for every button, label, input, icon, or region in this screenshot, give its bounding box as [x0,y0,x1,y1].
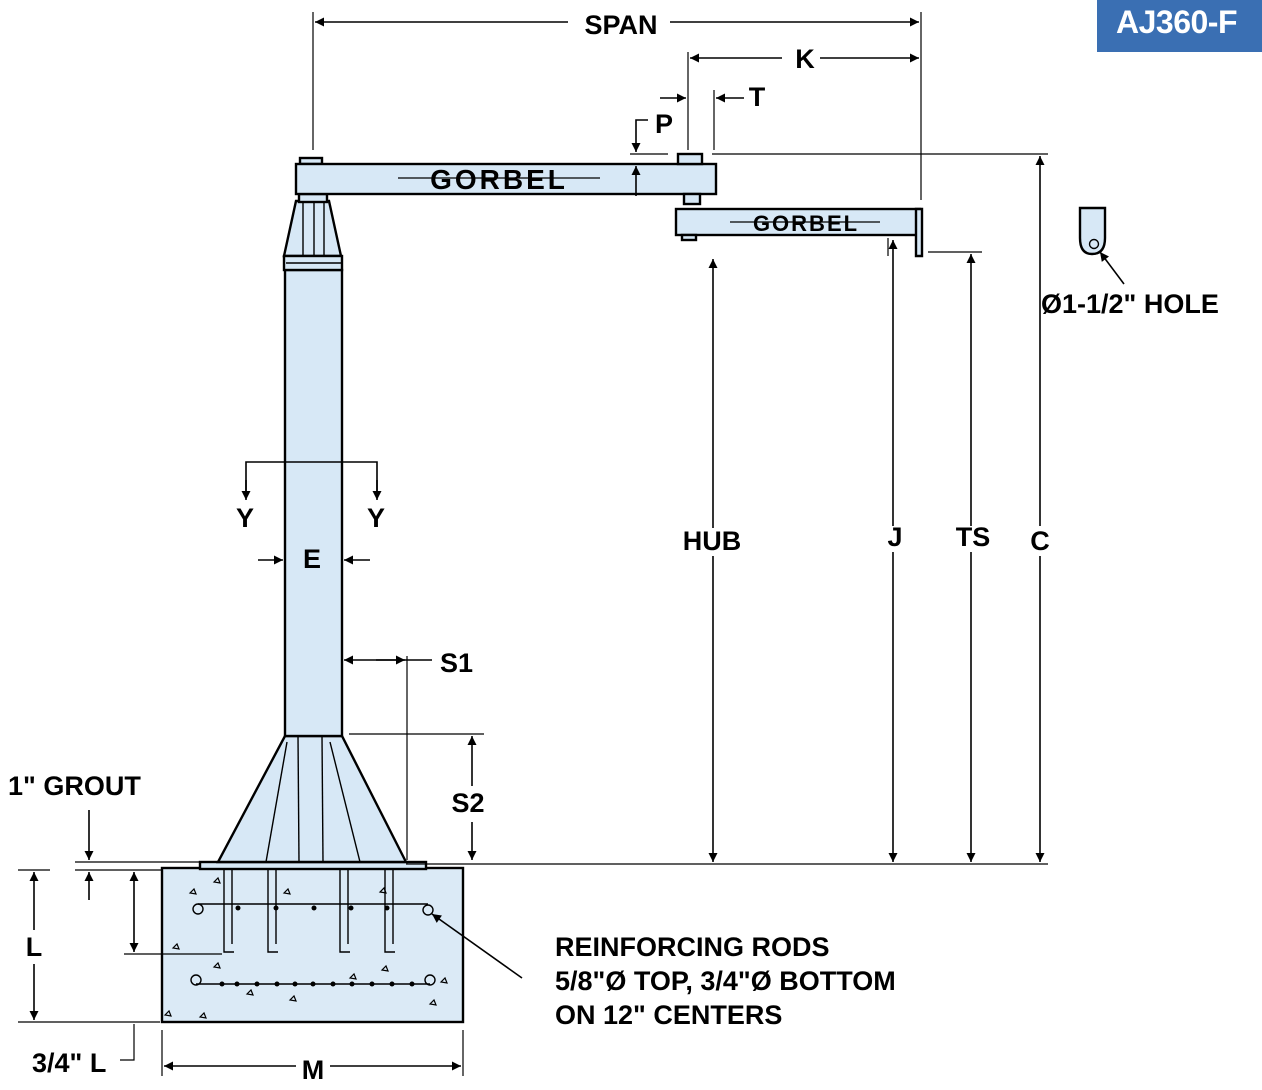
rods-line-3: ON 12" CENTERS [555,1000,782,1030]
label-s2: S2 [451,788,484,818]
secondary-boom: GORBEL [674,207,924,258]
model-badge [1097,0,1262,52]
boom-brand-main: GORBEL [430,164,568,195]
label-k: K [795,44,815,74]
section-and-width-dimensions [241,461,382,565]
concrete-foundation [160,866,465,1024]
column [282,192,344,738]
rods-line-2: 5/8"Ø TOP, 3/4"Ø BOTTOM [555,966,896,996]
label-c: C [1030,526,1050,556]
label-span: SPAN [584,10,657,40]
label-grout: 1" GROUT [8,771,141,801]
rods-line-1: REINFORCING RODS [555,932,830,962]
height-dimensions [406,156,1048,865]
label-e: E [303,544,321,574]
main-boom: GORBEL [294,152,718,206]
label-l: L [26,932,43,962]
rebar-leader [431,913,523,979]
column-base [198,734,428,871]
label-ts: TS [956,522,991,552]
label-hole: Ø1-1/2" HOLE [1041,289,1219,319]
boom-brand-secondary: GORBEL [753,211,859,236]
label-y-right: Y [367,503,385,533]
top-dimensions [312,12,1048,200]
label-hub: HUB [683,526,742,556]
hole-detail [1078,206,1125,285]
base-dimensions [344,655,484,860]
label-t: T [749,82,766,112]
label-s1: S1 [440,648,473,678]
model-badge-label: AJ360-F [1116,4,1238,40]
label-p: P [655,109,673,139]
label-j: J [887,522,902,552]
label-m: M [302,1055,325,1085]
label-y-left: Y [236,503,254,533]
foundation-dimensions [18,810,464,1076]
label-three-quarter-l: 3/4" L [32,1048,106,1078]
